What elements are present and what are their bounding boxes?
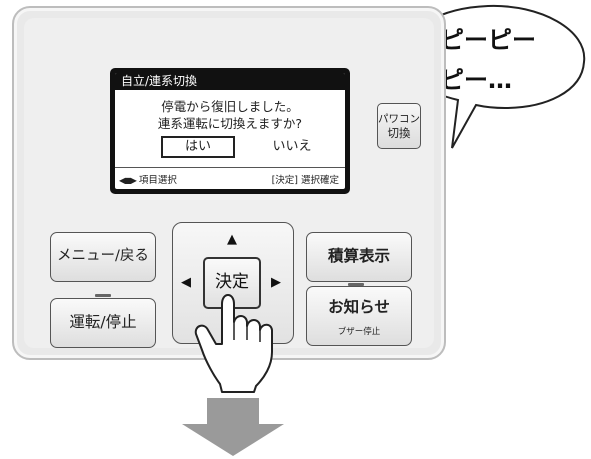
notice-indicator-led [348, 283, 364, 286]
notice-button[interactable]: お知らせ ブザー停止 [306, 286, 412, 346]
bubble-text-line2: ピー… [440, 66, 512, 94]
dpad-left-button[interactable]: ◀ [181, 275, 191, 290]
power-switch-label1: パワコン [378, 113, 420, 125]
hint-left-label: 項目選択 [138, 175, 177, 186]
buzzer-stop-label: ブザー停止 [337, 327, 381, 337]
dpad-up-button[interactable]: ▲ [227, 232, 237, 247]
hint-item-select: ◀■▶ 項目選択 [119, 172, 177, 186]
menu-back-button[interactable]: メニュー/戻る [50, 232, 156, 282]
power-switch-label2: 切換 [387, 126, 411, 140]
screen-title: 自立/連系切換 [115, 73, 345, 90]
dpad-right-button[interactable]: ▶ [271, 275, 281, 290]
power-switch-button[interactable]: パワコン 切換 [377, 103, 421, 149]
run-indicator-led [95, 294, 111, 297]
option-yes[interactable]: はい [161, 136, 235, 158]
total-display-button[interactable]: 積算表示 [306, 232, 412, 282]
notice-label: お知らせ [328, 298, 390, 316]
ok-button[interactable]: 決定 [203, 257, 261, 309]
lr-arrow-icon: ◀■▶ [119, 176, 137, 185]
lcd-screen: 自立/連系切換 停電から復旧しました。 連系運転に切換えますか? はい いいえ … [110, 68, 350, 194]
option-no[interactable]: いいえ [272, 139, 312, 154]
run-stop-button[interactable]: 運転/停止 [50, 298, 156, 348]
message-line1: 停電から復旧しました。 [161, 99, 299, 114]
hint-confirm: [決定] 選択確定 [271, 175, 339, 186]
lcd-display: 自立/連系切換 停電から復旧しました。 連系運転に切換えますか? はい いいえ … [115, 73, 345, 189]
screen-divider [115, 167, 345, 168]
bubble-text-line1: ピーピー [440, 26, 536, 54]
message-line2: 連系運転に切換えますか? [157, 116, 303, 131]
